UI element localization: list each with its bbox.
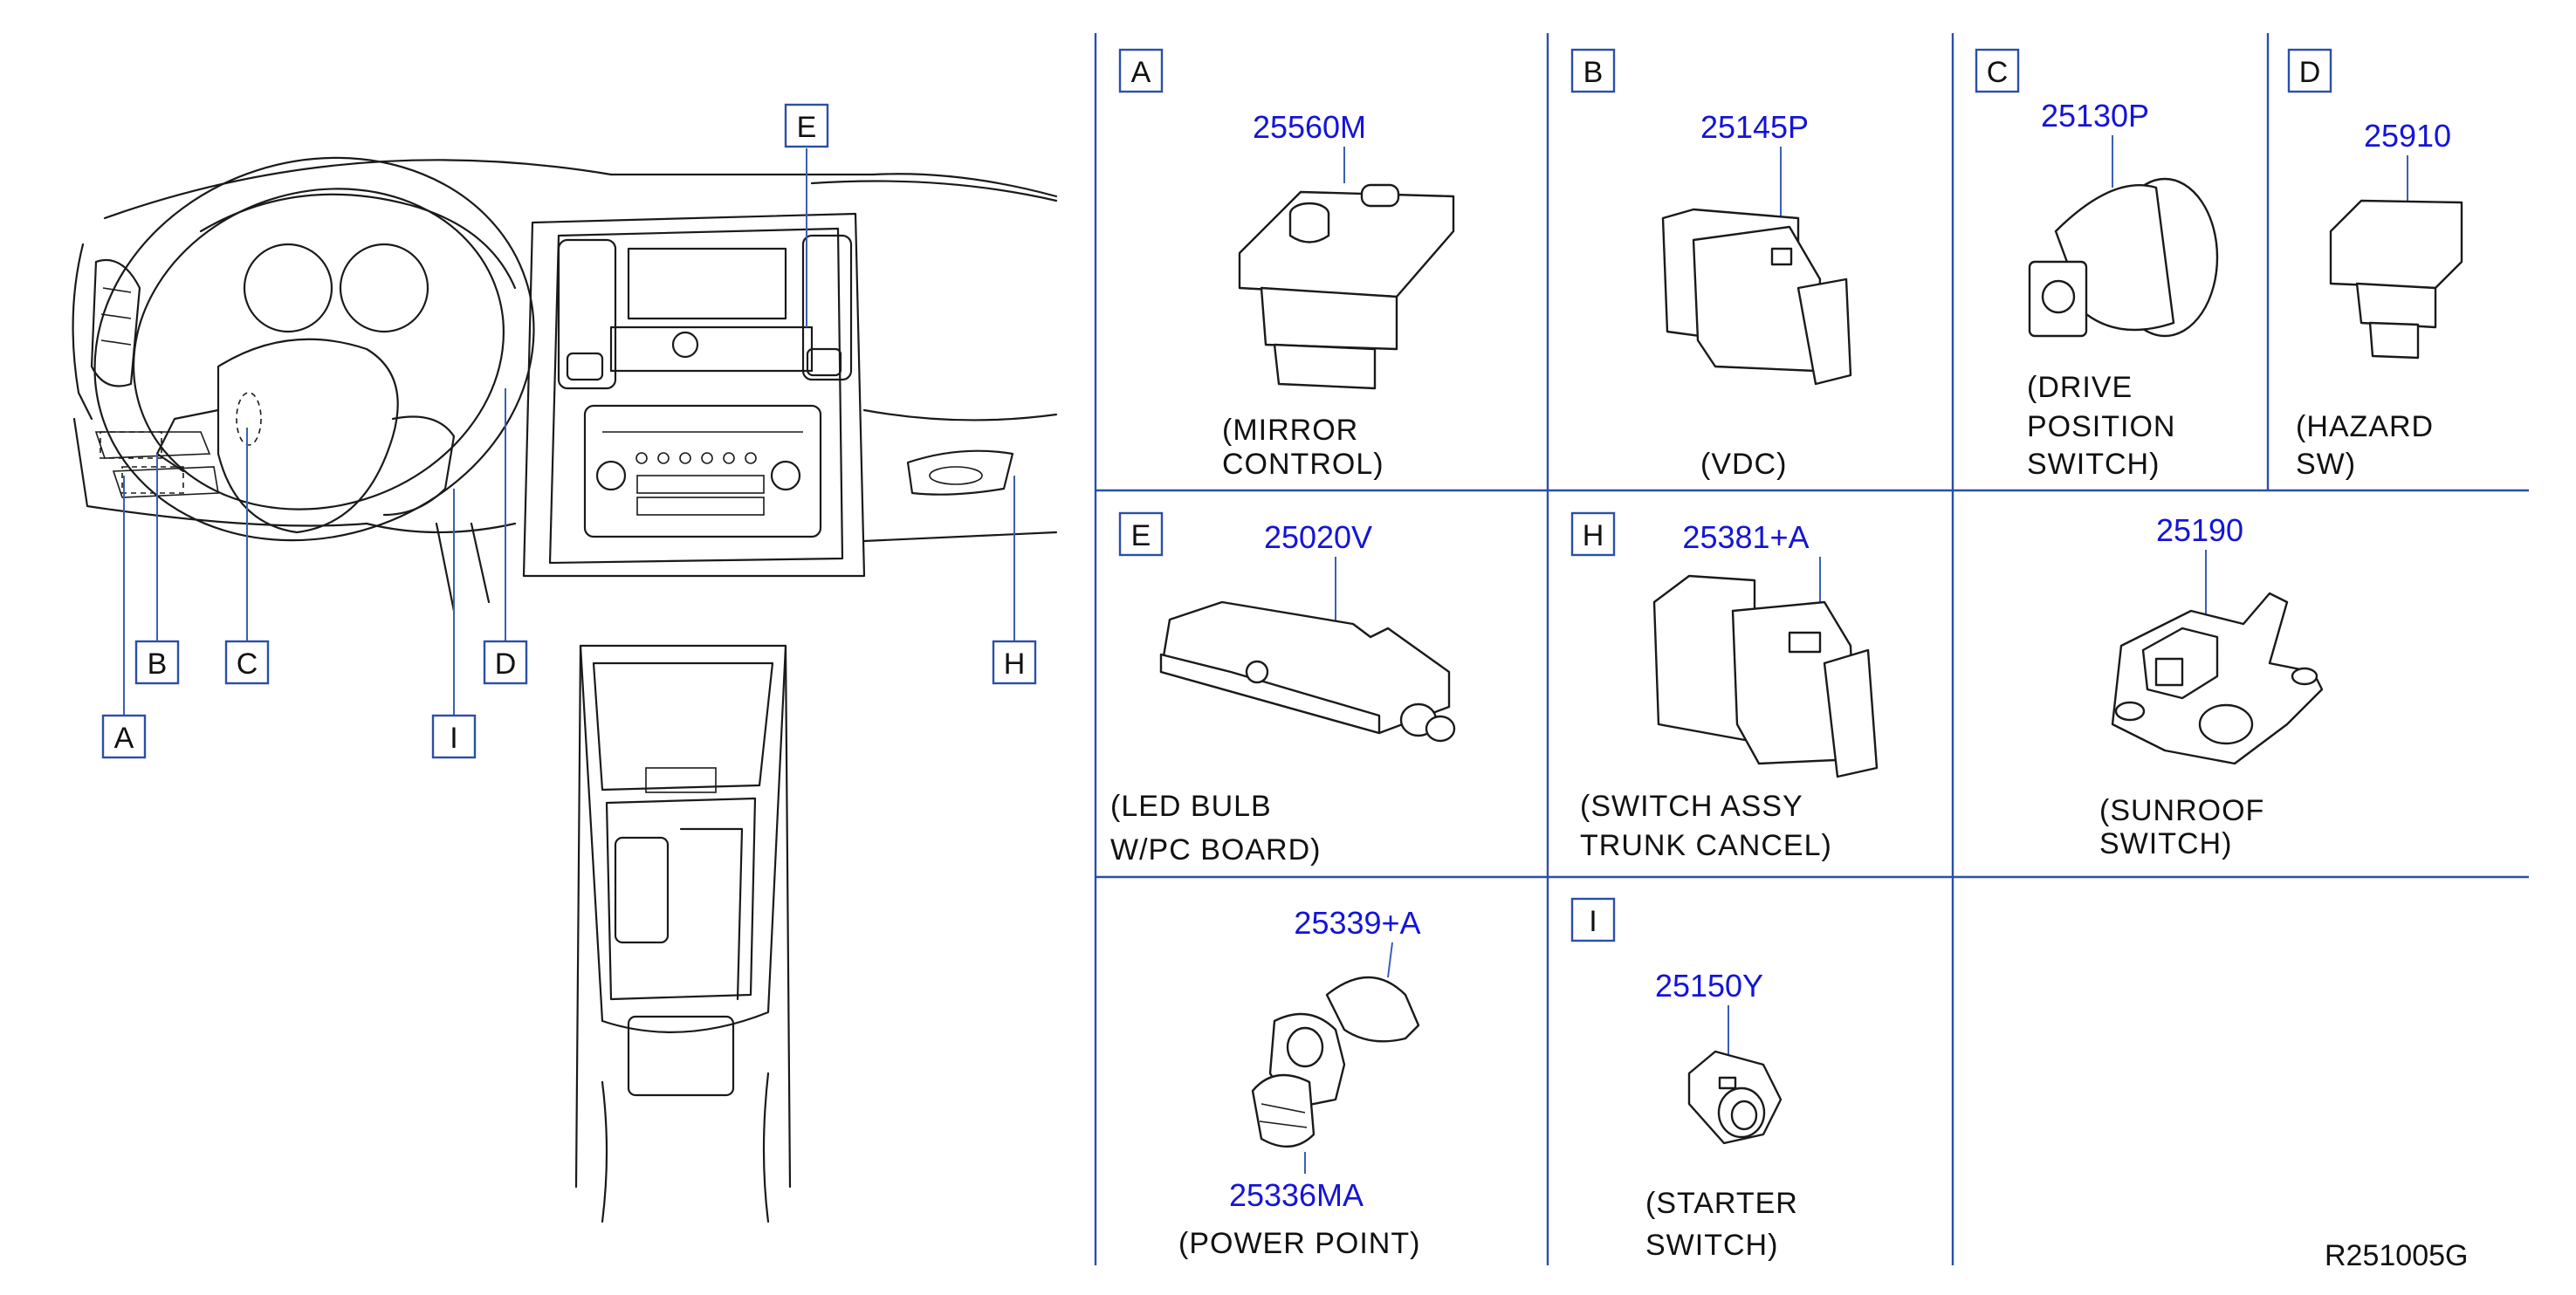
callout-box-d: D [483, 640, 528, 685]
cell-i-desc-1: (STARTER [1645, 1187, 1798, 1220]
cell-b-desc-1: (VDC) [1700, 448, 1787, 481]
reference-code: R251005G [2325, 1239, 2468, 1272]
cell-c-key: C [1987, 56, 2009, 89]
cell-power-point-part-number-1: 25339+A [1294, 905, 1420, 941]
mirror-control-part [1238, 183, 1455, 390]
cell-d-part-number: 25910 [2364, 118, 2451, 154]
cell-e-key: E [1131, 519, 1151, 552]
drive-position-switch-part [2028, 177, 2219, 338]
cell-e: E 25020V (LED BULB W/PC BOARD) [1110, 511, 1456, 867]
callout-leaders [123, 148, 1015, 716]
cell-d-key: D [2299, 56, 2321, 89]
callout-c-label: C [237, 648, 258, 681]
led-bulb-board-part [1159, 600, 1456, 743]
starter-switch-part [1687, 1050, 1783, 1145]
cell-power-point-part-number-2: 25336MA [1229, 1177, 1364, 1213]
cell-c: C 25130P (DRIVE POSITION SWITCH) [1975, 48, 2219, 481]
cell-e-part-number: 25020V [1264, 519, 1372, 555]
cell-d-desc-2: SW) [2296, 448, 2356, 481]
callout-h-label: H [1004, 648, 1026, 681]
cell-a: A 25560M (MIRROR CONTROL) [1118, 48, 1455, 481]
callout-box-a: A [101, 714, 147, 759]
cell-e-desc-1: (LED BULB [1110, 790, 1272, 823]
cell-c-part-number: 25130P [2041, 98, 2149, 134]
cell-power-point-desc-1: (POWER POINT) [1178, 1227, 1420, 1260]
vdc-switch-part [1661, 208, 1852, 386]
cell-h-key: H [1583, 519, 1604, 552]
cell-b-key: B [1583, 56, 1604, 89]
hazard-switch-part [2329, 199, 2463, 360]
cell-i: I 25150Y (STARTER SWITCH) [1570, 897, 1798, 1262]
dashboard-illustration [72, 156, 1058, 1223]
callout-box-e: E [784, 103, 829, 148]
parts-grid-lines [1094, 33, 2529, 1265]
cell-sunroof-desc-2: SWITCH) [2099, 827, 2232, 860]
callout-box-i: I [431, 714, 477, 759]
cell-h-desc-1: (SWITCH ASSY [1580, 790, 1803, 823]
callout-box-c: C [224, 640, 270, 685]
callout-box-h: H [992, 640, 1037, 685]
trunk-cancel-switch-part [1652, 574, 1879, 778]
callout-e-label: E [797, 111, 817, 144]
cell-c-desc-1: (DRIVE [2027, 371, 2133, 404]
cell-i-desc-2: SWITCH) [1645, 1229, 1778, 1262]
cell-i-key: I [1589, 905, 1597, 938]
cell-h: H 25381+A (SWITCH ASSY TRUNK CANCEL) [1570, 511, 1879, 862]
cell-e-desc-2: W/PC BOARD) [1110, 833, 1321, 867]
cell-sunroof: 25190 (SUNROOF SWITCH) [2099, 512, 2324, 860]
cell-d-desc-1: (HAZARD [2296, 410, 2434, 443]
cell-a-desc-1: (MIRROR [1222, 414, 1358, 447]
callout-b-label: B [148, 648, 168, 681]
cell-c-desc-2: POSITION [2027, 410, 2175, 443]
sunroof-switch-part [2111, 592, 2324, 765]
cell-h-desc-2: TRUNK CANCEL) [1580, 829, 1832, 862]
cell-i-part-number: 25150Y [1655, 968, 1763, 1004]
cell-d: D 25910 (HAZARD SW) [2287, 48, 2463, 481]
cell-b-part-number: 25145P [1700, 109, 1809, 145]
cell-sunroof-desc-1: (SUNROOF [2099, 794, 2264, 827]
power-point-part [1251, 976, 1420, 1148]
callout-d-label: D [495, 648, 517, 681]
cell-a-desc-2: CONTROL) [1222, 448, 1384, 481]
cell-a-key: A [1131, 56, 1151, 89]
cell-sunroof-part-number: 25190 [2156, 512, 2243, 548]
cell-c-desc-3: SWITCH) [2027, 448, 2160, 481]
callout-a-label: A [114, 722, 134, 755]
cell-h-part-number: 25381+A [1682, 519, 1809, 555]
callout-i-label: I [450, 722, 457, 755]
cell-power-point: 25339+A 25336MA (POWER POINT) [1178, 905, 1421, 1260]
callout-box-b: B [134, 640, 180, 685]
cell-b: B 25145P (VDC) [1570, 48, 1852, 481]
cell-a-part-number: 25560M [1253, 109, 1366, 145]
